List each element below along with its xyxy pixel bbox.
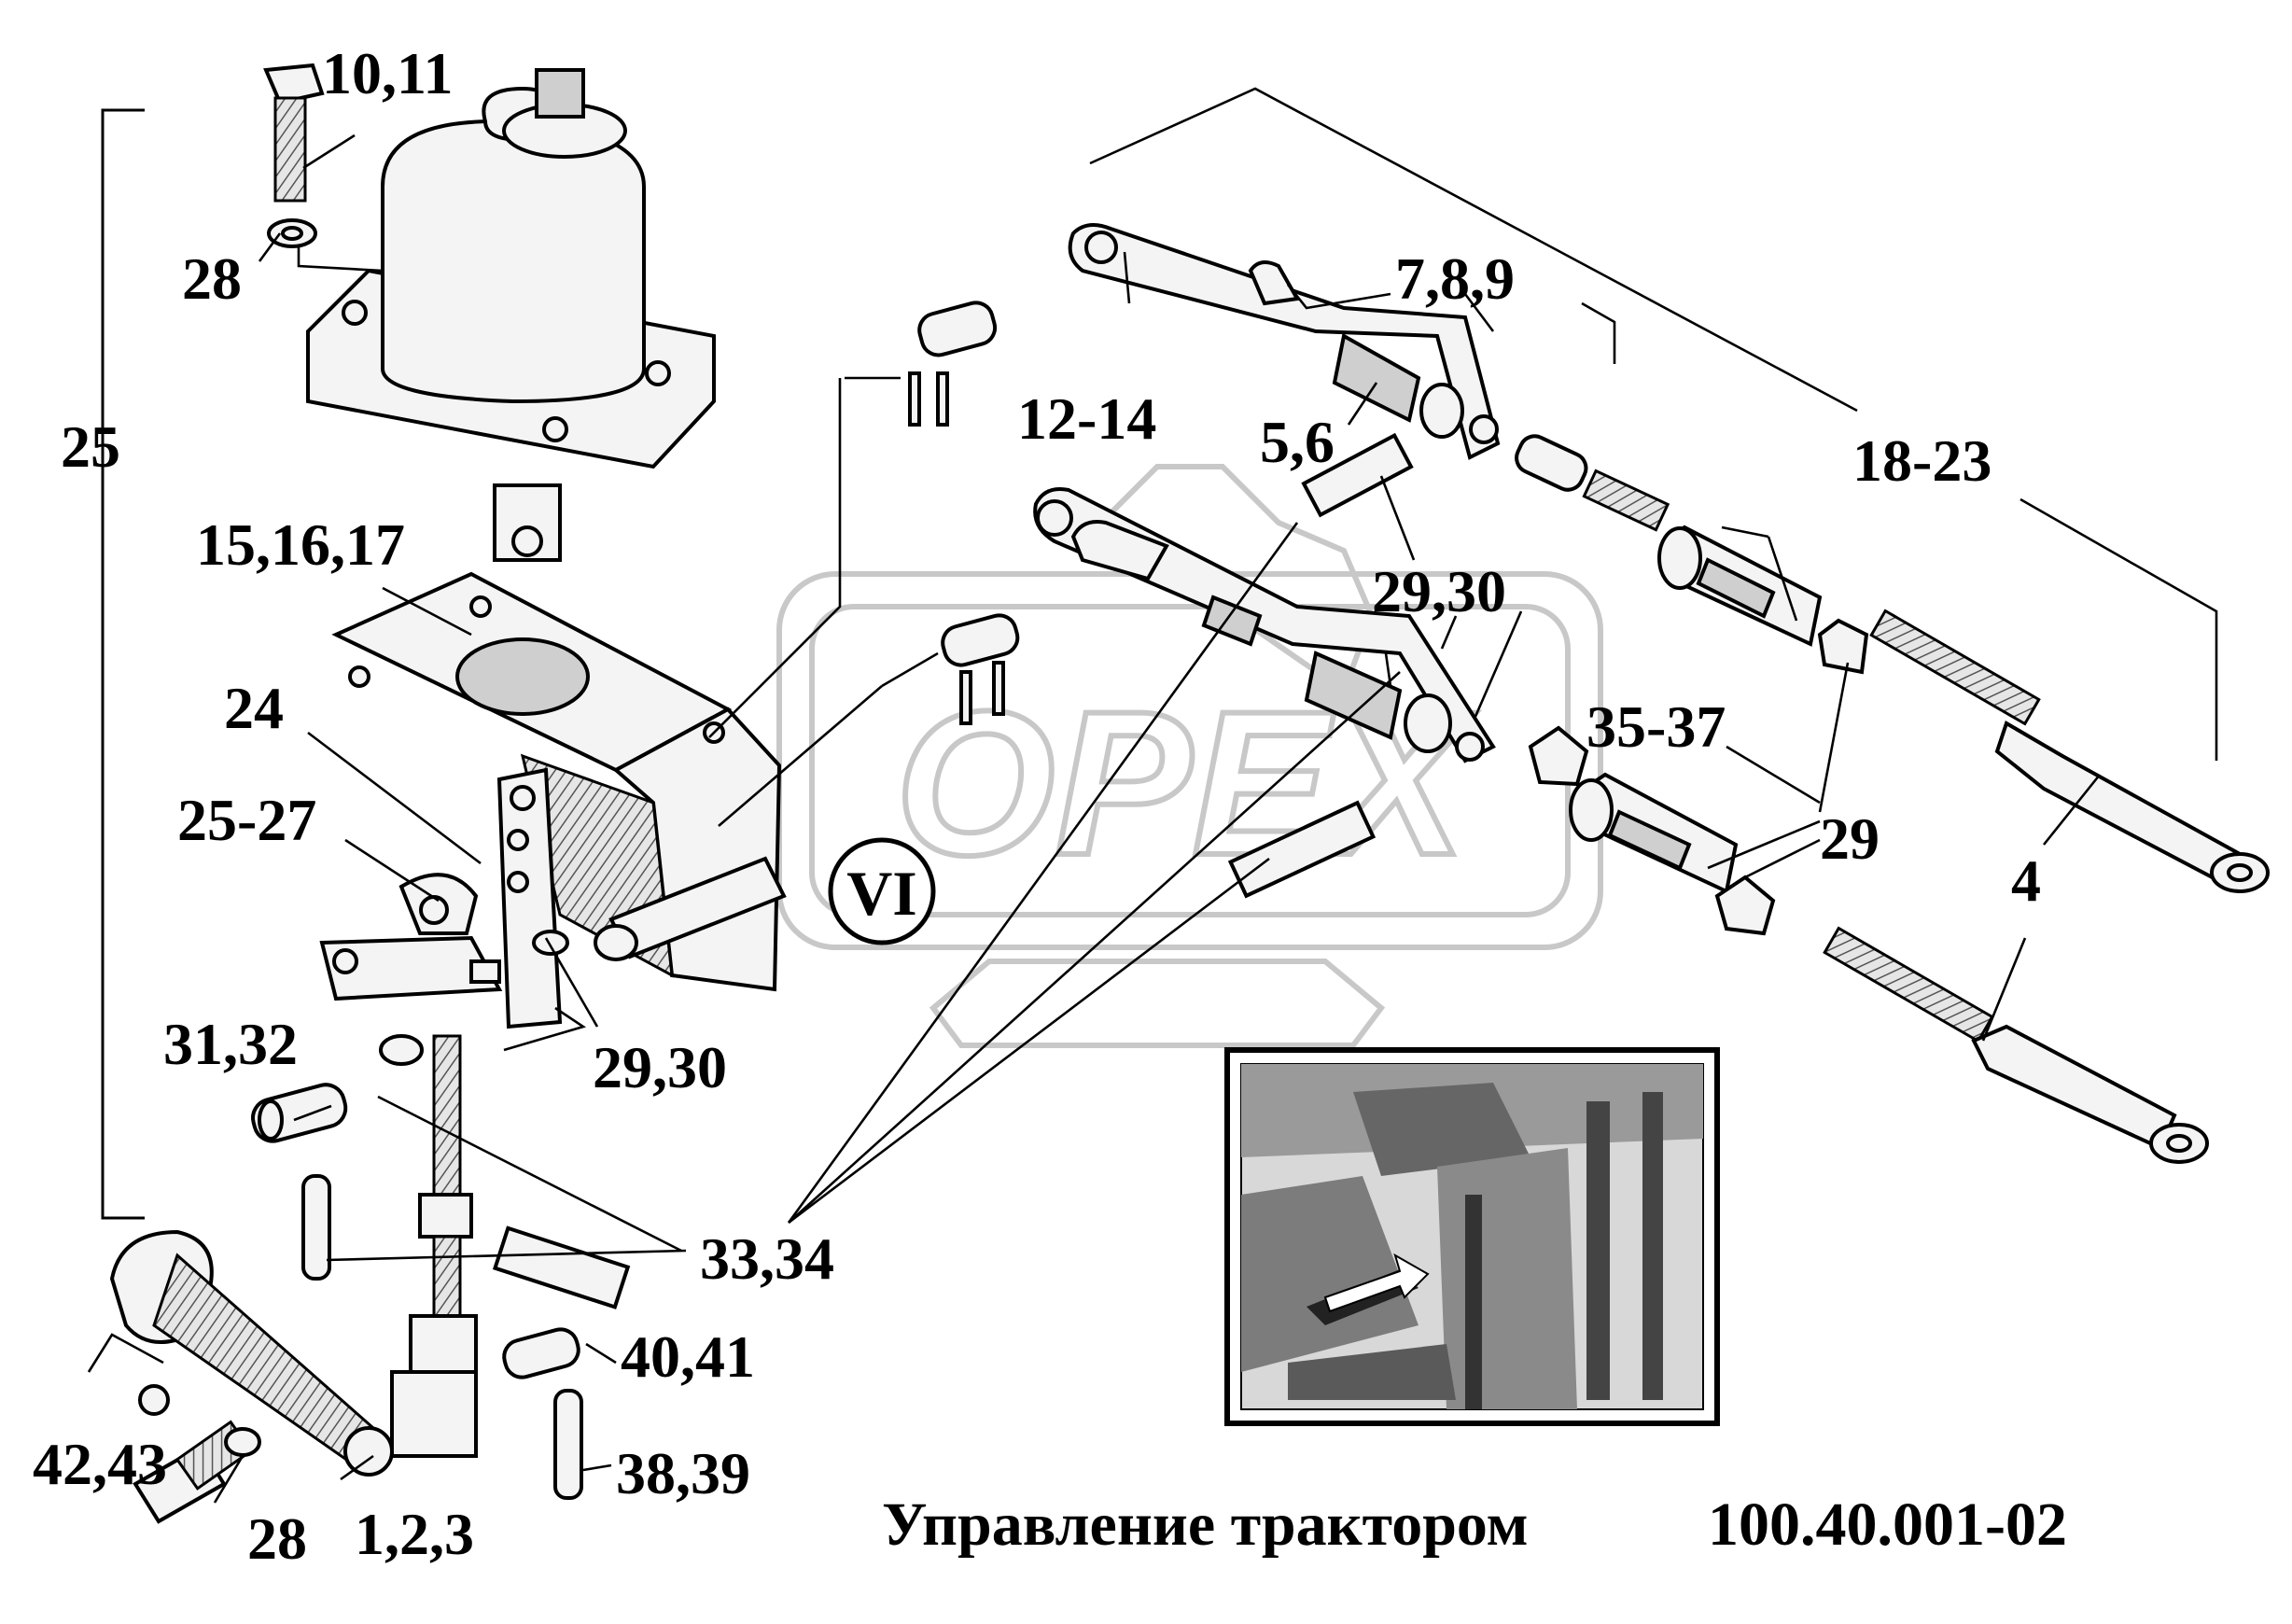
callout-38-39: 38,39 [616,1440,750,1506]
bracket-plate [331,571,787,992]
leaders-left [213,376,939,1504]
callout-29-30-mid: 29,30 [1372,558,1506,624]
view-mark-text: VI [846,858,917,929]
callout-33-34: 33,34 [700,1225,834,1292]
title-text: Управление трактором [882,1491,1529,1559]
servo-cylinder-unit [306,68,716,562]
assembly-bracket-25 [101,108,145,1220]
bolt-10-11 [258,63,384,273]
callout-1-3: 1,2,3 [355,1501,474,1567]
lever-assembly [319,767,569,1029]
callout-25-left: 25 [61,413,120,480]
callout-24: 24 [224,675,284,741]
callout-10-11: 10,11 [322,40,453,106]
callout-labels: 10,11 28 25 15,16,17 24 25-27 29,30 31,3… [33,40,2041,1572]
callout-7-9: 7,8,9 [1395,245,1515,312]
callout-12-14: 12-14 [1017,385,1156,452]
right-linkage [1515,434,2270,1164]
callout-42-43: 42,43 [33,1431,167,1497]
callout-5-6: 5,6 [1260,409,1335,475]
upper-lever-12-14 [1068,223,1501,518]
callout-29-30-left: 29,30 [593,1034,727,1100]
lower-lever-12-14 [1033,487,1496,899]
vertical-rod [379,1034,478,1374]
assembly-bracket-18-23 [1089,87,2218,761]
callout-25-27: 25-27 [177,787,316,853]
callout-4: 4 [2011,847,2041,914]
callout-18-23: 18-23 [1852,427,1992,494]
callout-29: 29 [1820,805,1880,872]
pins-left [251,301,1020,1500]
callout-28-top: 28 [182,245,242,312]
photo-inset [1224,1047,1720,1426]
callout-40-41: 40,41 [621,1323,755,1390]
leaders-right [787,251,2102,1225]
callout-31-32: 31,32 [163,1011,298,1077]
callout-35-37: 35-37 [1586,693,1726,760]
callout-28-bottom: 28 [247,1505,307,1572]
bottom-lever [87,1229,478,1524]
callout-15-17: 15,16,17 [196,511,405,578]
catalog-code: 100.40.001-02 [1708,1491,2067,1559]
view-mark: VI [828,837,936,945]
diagram-title: Управление трактором 100.40.001-02 [882,1491,2067,1559]
